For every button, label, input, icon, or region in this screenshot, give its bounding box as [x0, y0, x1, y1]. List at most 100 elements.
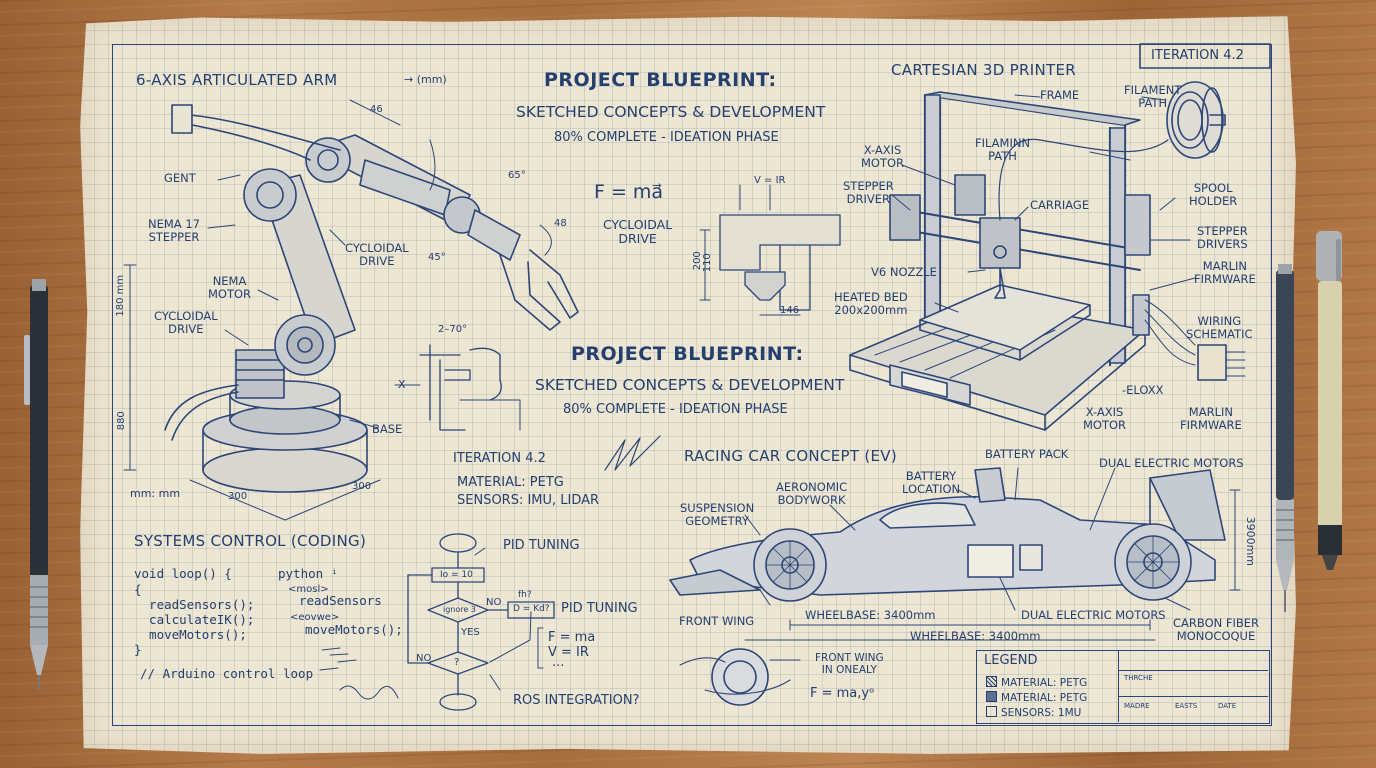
printer-sketch: [849, 81, 1246, 431]
label-frame: FRAME: [1040, 88, 1080, 102]
label-filament-path: FILAMENT PATH: [1124, 83, 1182, 111]
legend-swatch-filled: [986, 691, 997, 702]
legend-divider: [1118, 650, 1119, 722]
legend-row-line: [1118, 696, 1268, 697]
legend-item-1: MATERIAL: PETG: [986, 676, 1087, 689]
label-filamin-path: FILAMINN PATH: [975, 136, 1031, 164]
flow-pid-tuning-2: PID TUNING: [561, 601, 638, 616]
dim-46: 46: [370, 104, 383, 115]
label-eloxx: -ELOXX: [1122, 383, 1164, 397]
label-nema-motor: NEMA MOTOR: [208, 274, 252, 302]
label-cycloidal-drive-mid: CYCLOIDAL DRIVE: [345, 241, 409, 269]
dim-48: 48: [554, 218, 567, 229]
mechanical-pencil-icon: [24, 279, 48, 690]
robot-arm-sketch: [123, 99, 579, 521]
page-subtitle-repeat: SKETCHED CONCEPTS & DEVELOPMENT: [535, 376, 845, 394]
label-wheelbase-2: WHEELBASE: 3400mm: [910, 629, 1041, 643]
code-python-5: moveMotors();: [305, 622, 403, 637]
label-carriage: CARRIAGE: [1030, 198, 1090, 212]
label-marlin-firmware-top: MARLIN FIRMWARE: [1194, 259, 1256, 287]
flow-eq-2: V = IR: [548, 645, 589, 660]
iteration-tag: ITERATION 4.2: [1151, 48, 1244, 63]
legend-item-text: MATERIAL: PETG: [1001, 677, 1088, 689]
code-python-1: python ⁱ: [278, 566, 339, 581]
flow-eq-1: F = ma: [548, 630, 596, 645]
label-stepper-drivers: STEPPER DRIVERS: [1197, 224, 1248, 252]
page-title-repeat: PROJECT BLUEPRINT:: [571, 343, 804, 365]
flow-ros-integration: ROS INTEGRATION?: [513, 693, 640, 708]
dim-880: 880: [115, 411, 127, 431]
legend-row-line: [1118, 670, 1268, 671]
label-marlin-firmware-bottom: MARLIN FIRMWARE: [1180, 405, 1242, 433]
material-note: MATERIAL: PETG: [457, 475, 564, 490]
flow-box-1: Io = 10: [440, 570, 473, 580]
flow-box-2: D = Kd?: [513, 604, 550, 614]
label-base: BASE: [372, 422, 403, 436]
cycloidal-drive-center: CYCLOIDAL DRIVE: [603, 217, 673, 247]
legend-item-3: SENSORS: 1MU: [986, 706, 1081, 719]
angle-65: 65°: [508, 170, 526, 181]
legend-swatch-empty: [986, 706, 997, 717]
flow-diamond-2: ?: [454, 657, 460, 668]
iteration-note: ITERATION 4.2: [453, 451, 546, 466]
page-subtitle: SKETCHED CONCEPTS & DEVELOPMENT: [516, 103, 826, 121]
flow-eq-3: ...: [552, 655, 565, 670]
label-carbon-monocoque: CARBON FIBER MONOCOQUE: [1173, 616, 1260, 644]
label-aero-bodywork: AERONOMIC BODYWORK: [776, 480, 848, 508]
legend-cell-1: THRCHE: [1124, 674, 1153, 682]
racing-formula: F = ma,yᵒ: [810, 686, 875, 701]
printer-title: CARTESIAN 3D PRINTER: [891, 61, 1076, 79]
racing-car-sketch: [669, 467, 1241, 706]
label-gent: GENT: [164, 171, 196, 185]
code-line-6: }: [134, 642, 142, 657]
legend-box: [976, 650, 1270, 724]
label-dual-motors-top: DUAL ELECTRIC MOTORS: [1099, 456, 1244, 470]
page-title: PROJECT BLUEPRINT:: [544, 69, 777, 91]
flow-yes: YES: [461, 627, 480, 638]
label-cycloidal-drive-left: CYCLOIDAL DRIVE: [154, 309, 218, 337]
label-suspension-geometry: SUSPENSION GEOMETRY: [680, 501, 755, 529]
label-battery-pack: BATTERY PACK: [985, 447, 1069, 461]
controls-title: SYSTEMS CONTROL (CODING): [134, 532, 367, 550]
flow-pid-tuning-1: PID TUNING: [503, 538, 580, 553]
code-line-1: void loop() {: [134, 566, 232, 581]
page-status-repeat: 80% COMPLETE - IDEATION PHASE: [563, 402, 788, 417]
label-wheelbase-1: WHEELBASE: 3400mm: [805, 608, 936, 622]
legend-item-2: MATERIAL: PETG: [986, 691, 1087, 704]
formula-force: F = ma⃗: [594, 181, 664, 203]
mechanical-pencil-right-icon: [1276, 264, 1294, 612]
dim-car-height: 3900mm: [1244, 516, 1258, 567]
angle-45: 45°: [428, 252, 446, 263]
legend-cell-4: DATE: [1218, 702, 1237, 710]
label-x-axis-motor-bottom: X-AXIS MOTOR: [1083, 405, 1127, 433]
label-front-wing: FRONT WING: [679, 614, 755, 628]
code-line-2: {: [134, 582, 142, 597]
label-dual-motors-bottom: DUAL ELECTRIC MOTORS: [1021, 608, 1166, 622]
formula-voltage: V = IR: [754, 175, 786, 186]
label-battery-location: BATTERY LOCATION: [902, 469, 961, 497]
robot-arm-title: 6-AXIS ARTICULATED ARM: [136, 71, 338, 89]
label-nema17-stepper: NEMA 17 STEPPER: [148, 217, 200, 245]
flow-diamond-1: ignore 3: [443, 605, 476, 614]
dim-300-left: 300: [228, 491, 248, 502]
legend-item-text: MATERIAL: PETG: [1001, 692, 1088, 704]
dim-110: 110: [701, 253, 713, 273]
legend-swatch-hatched: [986, 676, 997, 687]
center-mechanism-sketch: [394, 184, 841, 471]
label-x-axis-motor-top: X-AXIS MOTOR: [861, 143, 905, 171]
label-stepper-driver: STEPPER DRIVER: [843, 179, 894, 207]
code-line-3: readSensors();: [134, 597, 255, 612]
angle-range: 2–70°: [438, 324, 468, 335]
legend-item-text: SENSORS: 1MU: [1001, 707, 1082, 719]
code-python-3: readSensors: [299, 593, 382, 608]
dim-300-right: 300: [352, 481, 372, 492]
label-heated-bed: HEATED BED 200x200mm: [834, 290, 908, 318]
code-python-4: <eovwe>: [290, 612, 340, 623]
legend-title: LEGEND: [984, 653, 1038, 668]
code-line-5: moveMotors();: [134, 627, 247, 642]
legend-cell-2: MADRE: [1124, 702, 1150, 710]
technical-pen-icon: [1316, 231, 1342, 570]
flowchart-sketch: [319, 533, 555, 711]
x-mark: X: [398, 378, 406, 391]
page-status: 80% COMPLETE - IDEATION PHASE: [554, 130, 779, 145]
